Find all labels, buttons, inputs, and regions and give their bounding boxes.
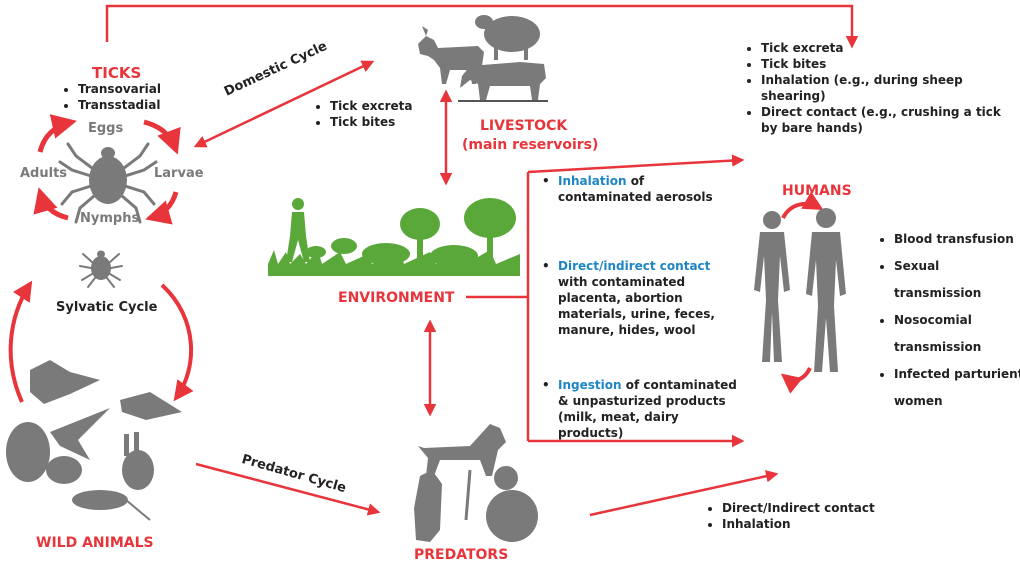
- humans-bottom-arrow: [780, 367, 812, 394]
- cycle-arrow-adults-eggs: [37, 114, 77, 153]
- route-ingestion: • Ingestion of contaminated & unpasturiz…: [542, 377, 740, 441]
- sheep-icon: [475, 15, 540, 60]
- list-item: Direct contact (e.g., crushing a tick by…: [761, 104, 1001, 136]
- wild-animals-title: WILD ANIMALS: [36, 535, 154, 551]
- route-inhalation: • Inhalation of contaminated aerosols: [542, 173, 733, 205]
- cycle-arrow-larvae-nymphs: [145, 191, 179, 225]
- domestic-cycle-arrow: [193, 60, 375, 148]
- list-item: Blood transfusion: [894, 226, 1020, 253]
- wild-animals-icon: [6, 360, 182, 521]
- list-item: Tick bites: [761, 56, 1001, 72]
- list-item: Tick excreta: [330, 98, 412, 114]
- predators-title: PREDATORS: [414, 547, 509, 563]
- stage-adults: Adults: [20, 166, 68, 181]
- stage-nymphs: Nymphs: [80, 211, 140, 226]
- list-item: Infected parturient women: [894, 361, 1020, 415]
- bullet: •: [542, 259, 550, 273]
- livestock-subtitle: (main reservoirs): [462, 137, 599, 153]
- list-item: Transstadial: [78, 97, 161, 113]
- route-contact: • Direct/indirect contact with contamina…: [542, 258, 740, 338]
- cycle-arrow-eggs-larvae: [143, 119, 181, 155]
- predators-icon: [414, 424, 538, 542]
- domestic-routes-list: Tick excreta Tick bites: [312, 98, 412, 130]
- cow-icon: [460, 62, 546, 100]
- predator-cycle-arrow: [195, 462, 381, 516]
- route-text: with contaminated placenta, abortion mat…: [558, 275, 715, 337]
- list-item: Transovarial: [78, 81, 161, 97]
- list-item: Direct/Indirect contact: [722, 500, 875, 516]
- environment-scene: [268, 198, 520, 276]
- list-item: Tick excreta: [761, 40, 1001, 56]
- small-tick-icon: [79, 250, 123, 288]
- cycle-arrow-nymphs-adults: [33, 187, 69, 221]
- predators-routes-arrow: [589, 470, 779, 517]
- list-item: Inhalation (e.g., during sheep shearing): [761, 72, 1001, 104]
- livestock-title: LIVESTOCK: [480, 118, 568, 134]
- humans-title: HUMANS: [782, 183, 852, 199]
- ticks-transmission-list: Transovarial Transstadial: [60, 81, 161, 113]
- route-text: of contaminated aerosols: [558, 174, 713, 204]
- list-item: Tick bites: [330, 114, 412, 130]
- bracket-top-arrow: [527, 154, 745, 174]
- ticks-to-humans-arrow: [105, 4, 859, 49]
- route-keyword: Inhalation: [558, 174, 627, 188]
- sylvatic-cycle-label: Sylvatic Cycle: [56, 300, 158, 315]
- ticks-title: TICKS: [92, 64, 142, 82]
- route-keyword: Ingestion: [558, 378, 622, 392]
- goat-icon: [418, 26, 484, 84]
- route-keyword: Direct/indirect contact: [558, 259, 711, 273]
- list-item: Sexual transmission: [894, 253, 1020, 307]
- sylvatic-arrow-left: [8, 280, 33, 403]
- bullet: •: [542, 174, 550, 188]
- tick-icon: [58, 142, 158, 224]
- sylvatic-arrow-right: [160, 283, 194, 402]
- bullet: •: [542, 378, 550, 392]
- humans-top-arrow: [781, 191, 824, 220]
- stage-eggs: Eggs: [88, 121, 124, 136]
- list-item: Inhalation: [722, 516, 875, 532]
- stage-larvae: Larvae: [154, 166, 204, 181]
- environment-title: ENVIRONMENT: [338, 290, 455, 306]
- humans-icon: [754, 208, 846, 372]
- route-text: of contaminated & unpasturized products …: [558, 378, 737, 440]
- list-item: Nosocomial transmission: [894, 307, 1020, 361]
- human-routes-top-list: Tick excreta Tick bites Inhalation (e.g.…: [743, 40, 1001, 136]
- predator-routes-list: Direct/Indirect contact Inhalation: [704, 500, 875, 532]
- human-routes-list: Blood transfusion Sexual transmission No…: [876, 226, 1020, 415]
